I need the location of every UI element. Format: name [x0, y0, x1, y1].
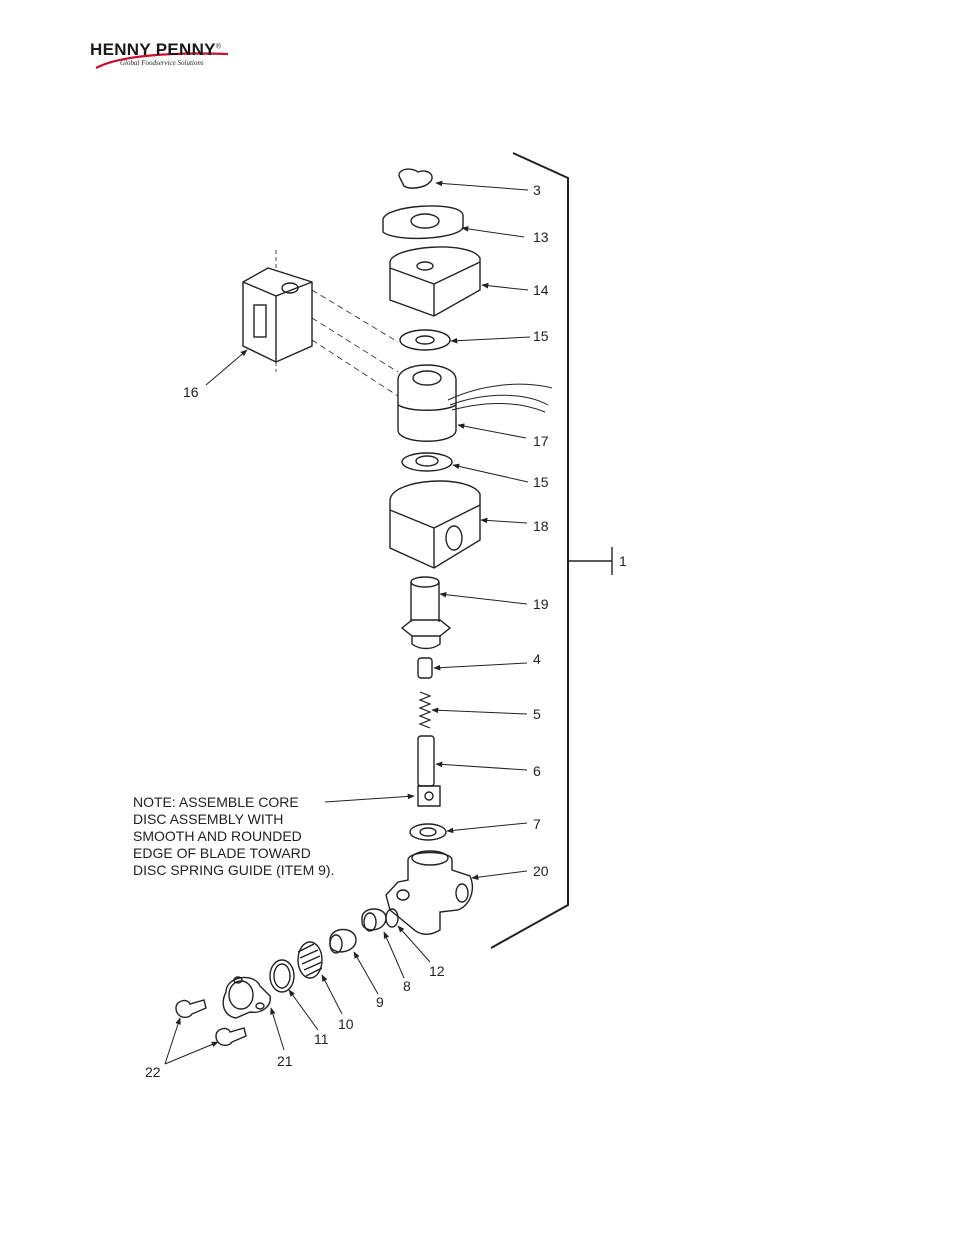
- leader-arrows: [164, 180, 531, 1065]
- callout-16: 16: [183, 384, 199, 400]
- parts-artwork: [175, 152, 613, 1047]
- callout-7: 7: [533, 816, 541, 832]
- note-line: DISC ASSEMBLY WITH: [133, 811, 284, 827]
- callout-13: 13: [533, 229, 549, 245]
- callout-4: 4: [533, 651, 541, 667]
- callout-21: 21: [277, 1053, 293, 1069]
- callout-5: 5: [533, 706, 541, 722]
- callout-labels: 3 13 14 15 16 17 15 18 19 4 5 6 7 20 12 …: [145, 182, 627, 1080]
- washer-upper-part: [399, 329, 451, 351]
- note-line: NOTE: ASSEMBLE CORE: [133, 794, 299, 810]
- callout-6: 6: [533, 763, 541, 779]
- plate-part: [382, 205, 464, 240]
- callout-15-lower: 15: [533, 474, 549, 490]
- callout-17: 17: [533, 433, 549, 449]
- core-disc-part: [417, 735, 435, 787]
- logo-swoosh-icon: [95, 52, 229, 69]
- henny-penny-logo: HENNY PENNY® Global Foodservice Solution…: [88, 38, 248, 78]
- screw-lower-part: [215, 1027, 247, 1047]
- gasket-part: [409, 823, 447, 841]
- lower-housing-part: [389, 480, 481, 569]
- logo-tagline: Global Foodservice Solutions: [120, 59, 204, 67]
- top-housing-part: [389, 246, 481, 317]
- callout-18: 18: [533, 518, 549, 534]
- note-line: EDGE OF BLADE TOWARD: [133, 845, 311, 861]
- callout-15-upper: 15: [533, 328, 549, 344]
- coil-part: [397, 364, 457, 442]
- assembly-bracket: [490, 152, 569, 949]
- callout-3: 3: [533, 182, 541, 198]
- valve-body-part: [385, 851, 474, 935]
- screw-upper-part: [175, 999, 207, 1019]
- valve-spring-part: [297, 943, 323, 977]
- cover-part: [222, 976, 271, 1019]
- callout-10: 10: [338, 1016, 354, 1032]
- logo-brand: HENNY PENNY®: [90, 40, 222, 59]
- plunger-tube-part: [410, 576, 440, 588]
- clip-part: [398, 168, 433, 189]
- callout-12: 12: [429, 963, 445, 979]
- washer-lower-part: [401, 452, 453, 472]
- callout-9: 9: [376, 994, 384, 1010]
- callout-1-assembly: 1: [619, 553, 627, 569]
- cover-gasket-part: [269, 959, 295, 993]
- callout-11: 11: [314, 1031, 329, 1047]
- disc-spring-guide-part: [329, 928, 357, 953]
- callout-8: 8: [403, 978, 411, 994]
- callout-14: 14: [533, 282, 549, 298]
- note-line: SMOOTH AND ROUNDED: [133, 828, 302, 844]
- callout-20: 20: [533, 863, 549, 879]
- core-part: [417, 657, 433, 679]
- assembly-note: NOTE: ASSEMBLE CORE DISC ASSEMBLY WITH S…: [133, 794, 334, 879]
- note-line: DISC SPRING GUIDE (ITEM 9).: [133, 862, 335, 878]
- callout-22: 22: [145, 1064, 161, 1080]
- frame-part: [242, 267, 313, 363]
- callout-19: 19: [533, 596, 549, 612]
- spring-part: [418, 691, 432, 729]
